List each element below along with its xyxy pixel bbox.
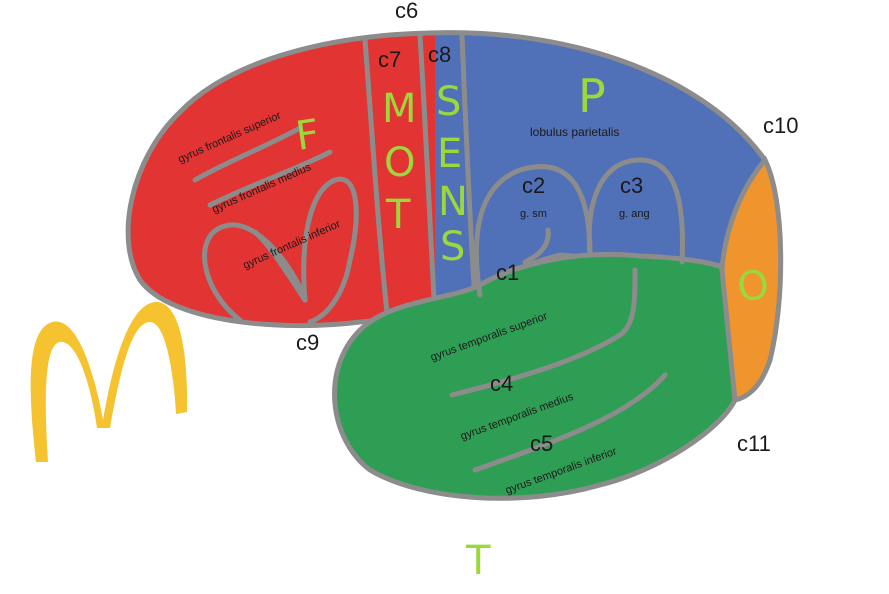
marker-c11: c11 bbox=[737, 431, 771, 456]
supramarginal-loop bbox=[473, 164, 593, 298]
marker-c5: c5 bbox=[530, 431, 553, 456]
letter-parietal: P bbox=[578, 69, 606, 123]
angular-loop bbox=[586, 157, 685, 265]
marker-c7: c7 bbox=[378, 47, 401, 72]
occipital-lobe bbox=[719, 155, 784, 403]
central-sulcus bbox=[417, 33, 438, 318]
mcdonalds-arches-icon bbox=[30, 301, 188, 462]
letter-motor-t: T bbox=[385, 192, 411, 238]
letter-motor-m: M bbox=[382, 86, 417, 132]
letter-sensory-s2: S bbox=[440, 224, 465, 270]
label-g-ang: g. ang bbox=[619, 208, 650, 220]
precentral-sulcus bbox=[362, 37, 391, 325]
letter-temporal: T bbox=[465, 538, 491, 584]
marker-c8: c8 bbox=[428, 42, 451, 67]
frontal-loop-2 bbox=[252, 229, 308, 303]
frontal-loops bbox=[202, 176, 359, 325]
letter-sensory-n: N bbox=[438, 179, 468, 225]
supramarginal-inner bbox=[522, 227, 551, 265]
label-g-sm: g. sm bbox=[520, 208, 547, 220]
postcentral-sulcus bbox=[459, 33, 478, 303]
letter-sensory-e: E bbox=[437, 131, 462, 177]
temporal-sulcus-inferior bbox=[472, 372, 668, 473]
marker-c4: c4 bbox=[490, 371, 513, 396]
temporal-sulcus-superior bbox=[449, 267, 638, 398]
temporal-lobe bbox=[332, 251, 738, 501]
marker-c10: c10 bbox=[763, 113, 798, 138]
frontal-sulcus-superior bbox=[192, 125, 303, 183]
marker-c2: c2 bbox=[522, 173, 545, 198]
marker-c1: c1 bbox=[496, 260, 519, 285]
frontal-sulcus-inferior bbox=[207, 149, 333, 208]
label-lobulus-parietalis: lobulus parietalis bbox=[530, 125, 619, 139]
letter-motor-o: O bbox=[384, 140, 415, 186]
letter-sensory-s1: S bbox=[436, 79, 461, 125]
marker-c3: c3 bbox=[620, 173, 643, 198]
marker-c9: c9 bbox=[296, 330, 319, 355]
marker-c6: c6 bbox=[395, 0, 418, 23]
letter-occipital: O bbox=[734, 261, 773, 312]
